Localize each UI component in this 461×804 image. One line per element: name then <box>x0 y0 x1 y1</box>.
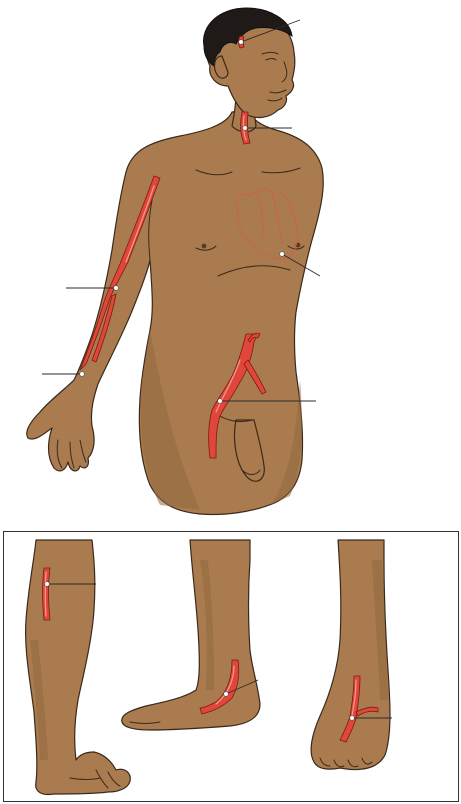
posterior-tibial-pulse-point <box>224 692 229 697</box>
medial-foot <box>122 540 260 730</box>
carotid-pulse-point <box>243 126 248 131</box>
apical-pulse-point <box>280 252 285 257</box>
lower-panel <box>26 540 392 795</box>
dorsalis-pedis-pulse-point <box>350 716 355 721</box>
brachial-pulse-point <box>114 286 119 291</box>
radial-pulse-point <box>80 372 85 377</box>
popliteal-pulse-point <box>45 582 50 587</box>
temporal-pulse-point <box>239 40 244 45</box>
femoral-pulse-point <box>218 399 223 404</box>
upper-panel <box>27 8 324 515</box>
